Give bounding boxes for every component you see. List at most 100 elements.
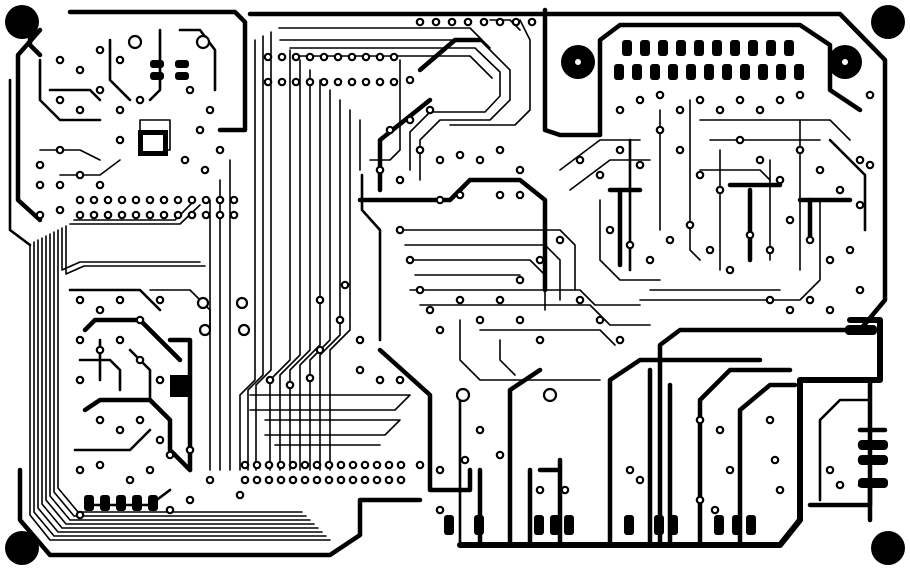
via-pad	[165, 450, 175, 460]
via-pad	[240, 475, 250, 485]
via-pad	[55, 55, 65, 65]
via-pad	[515, 190, 525, 200]
via-pad	[495, 450, 505, 460]
via-pad	[435, 505, 445, 515]
via-pad	[815, 165, 825, 175]
via-pad	[511, 17, 521, 27]
via-pad	[395, 375, 405, 385]
mounting-hole-icon	[871, 5, 905, 39]
via-pad	[95, 460, 105, 470]
via-pad	[495, 17, 505, 27]
via-pad	[425, 105, 435, 115]
via-pad	[355, 365, 365, 375]
via-pad	[415, 17, 425, 27]
via-pad	[285, 380, 295, 390]
via-pad	[291, 77, 301, 87]
via-pad	[155, 295, 165, 305]
via-pad	[347, 77, 357, 87]
via-pad	[145, 195, 155, 205]
via-pad	[655, 125, 665, 135]
via-pad	[288, 460, 298, 470]
via-pad	[770, 455, 780, 465]
via-pad	[431, 17, 441, 27]
via-pad	[495, 190, 505, 200]
via-pad	[312, 460, 322, 470]
via-pad	[775, 485, 785, 495]
via-pad	[75, 65, 85, 75]
via-pad	[775, 95, 785, 105]
via-pad	[463, 17, 473, 27]
via-pad	[435, 155, 445, 165]
mounting-hole-icon	[5, 5, 39, 39]
via-pad	[95, 345, 105, 355]
via-pad	[825, 305, 835, 315]
via-pad	[765, 415, 775, 425]
via-pad	[735, 135, 745, 145]
via-pad	[665, 235, 675, 245]
via-pad	[75, 375, 85, 385]
via-pad	[75, 170, 85, 180]
via-pad	[625, 465, 635, 475]
via-pad	[117, 195, 127, 205]
via-pad	[300, 460, 310, 470]
via-pad	[595, 170, 605, 180]
via-pad	[103, 210, 113, 220]
via-pad	[252, 460, 262, 470]
via-pad	[765, 295, 775, 305]
via-pad	[535, 485, 545, 495]
bus-traces-top	[279, 19, 531, 181]
via-pad	[495, 295, 505, 305]
via-pad	[385, 125, 395, 135]
via-pad	[715, 105, 725, 115]
via-pad	[375, 375, 385, 385]
via-pad	[252, 475, 262, 485]
via-pad	[805, 295, 815, 305]
via-pad	[447, 17, 457, 27]
via-pad	[291, 52, 301, 62]
bus-traces-left	[29, 199, 331, 541]
via-pad	[735, 95, 745, 105]
via-pad	[695, 415, 705, 425]
via-pad	[685, 220, 695, 230]
via-pad	[475, 425, 485, 435]
via-pad	[355, 335, 365, 345]
via-pad	[725, 265, 735, 275]
via-pad	[198, 323, 212, 337]
via-pad	[324, 460, 334, 470]
via-pad	[865, 160, 875, 170]
via-pad	[835, 480, 845, 490]
via-pad	[75, 105, 85, 115]
via-pad	[55, 145, 65, 155]
via-pad	[75, 210, 85, 220]
via-pad	[277, 52, 287, 62]
via-pad	[324, 475, 334, 485]
via-pad	[319, 52, 329, 62]
via-pad	[263, 52, 273, 62]
via-pad	[95, 415, 105, 425]
via-pad	[535, 335, 545, 345]
via-pad	[235, 296, 249, 310]
via-pad	[215, 145, 225, 155]
via-pad	[515, 275, 525, 285]
via-pad	[360, 475, 370, 485]
via-pad	[300, 475, 310, 485]
via-pad	[645, 255, 655, 265]
via-pad	[187, 210, 197, 220]
via-pad	[205, 105, 215, 115]
via-pad	[75, 335, 85, 345]
via-pad	[725, 465, 735, 475]
via-pad	[755, 105, 765, 115]
via-pad	[159, 210, 169, 220]
via-pad	[75, 510, 85, 520]
via-pad	[35, 180, 45, 190]
via-pad	[765, 245, 775, 255]
bus-traces-middle	[209, 27, 491, 471]
via-pad	[710, 505, 720, 515]
via-pad	[185, 85, 195, 95]
via-pad	[55, 205, 65, 215]
via-pad	[348, 460, 358, 470]
via-pad	[460, 455, 470, 465]
via-pad	[795, 90, 805, 100]
component-pads	[35, 17, 875, 520]
